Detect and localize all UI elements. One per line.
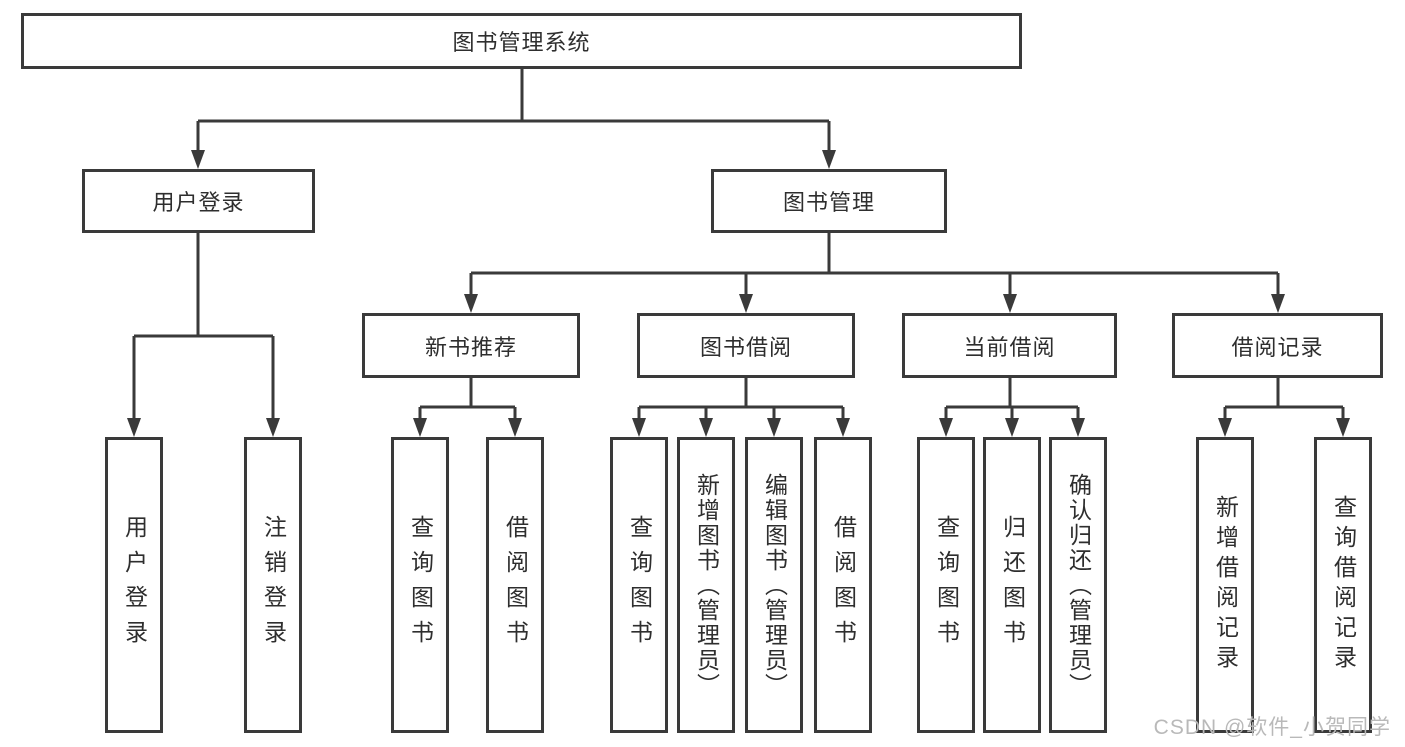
node-leaf-query-books: 查询图书 (917, 437, 975, 733)
arrow-down-icon (413, 418, 427, 437)
node-label: 图书借阅 (699, 334, 792, 360)
arrow-down-icon (191, 150, 205, 169)
node-label: 查询图书 (626, 515, 653, 655)
arrow-down-icon (1336, 418, 1350, 437)
arrow-down-icon (632, 418, 646, 437)
node-label: 编辑图书（管理员） (761, 472, 788, 698)
arrow-down-icon (1071, 418, 1085, 437)
node-book-borrowing: 图书借阅 (637, 313, 855, 378)
node-label: 查询图书 (407, 515, 434, 655)
arrow-down-icon (508, 418, 522, 437)
node-leaf-edit-books-admin: 编辑图书（管理员） (745, 437, 803, 733)
arrow-down-icon (464, 294, 478, 313)
node-leaf-borrow-books: 借阅图书 (814, 437, 872, 733)
node-leaf-logout: 注销登录 (244, 437, 302, 733)
node-label: 归还图书 (999, 515, 1026, 655)
arrow-down-icon (1271, 294, 1285, 313)
node-user-login-branch: 用户登录 (82, 169, 315, 233)
node-leaf-return-books: 归还图书 (983, 437, 1041, 733)
arrow-down-icon (1003, 294, 1017, 313)
node-leaf-confirm-return-admin: 确认归还（管理员） (1049, 437, 1107, 733)
arrow-down-icon (822, 150, 836, 169)
node-new-book-recommendation: 新书推荐 (362, 313, 580, 378)
node-label: 图书管理 (782, 190, 875, 215)
node-label: 注销登录 (260, 515, 287, 655)
arrow-down-icon (266, 418, 280, 437)
arrow-down-icon (739, 294, 753, 313)
node-label: 借阅图书 (502, 515, 529, 655)
node-label: 新增借阅记录 (1212, 495, 1239, 675)
arrowheads (127, 150, 1350, 437)
node-label: 查询图书 (933, 515, 960, 655)
arrow-down-icon (836, 418, 850, 437)
node-label: 查询借阅记录 (1330, 495, 1357, 675)
node-current-borrowing: 当前借阅 (902, 313, 1117, 378)
connector-path (132, 69, 1345, 424)
arrow-down-icon (767, 418, 781, 437)
node-leaf-query-books: 查询图书 (391, 437, 449, 733)
node-leaf-borrow-books: 借阅图书 (486, 437, 544, 733)
node-label: 当前借阅 (963, 334, 1056, 360)
node-library-management-system: 图书管理系统 (21, 13, 1022, 69)
node-label: 新书推荐 (424, 334, 517, 360)
arrow-down-icon (699, 418, 713, 437)
node-label: 图书管理系统 (452, 30, 591, 55)
csdn-watermark: CSDN @软件_小贺同学 (1153, 716, 1391, 739)
node-book-management-branch: 图书管理 (711, 169, 947, 233)
arrow-down-icon (1218, 418, 1232, 437)
node-leaf-add-borrow-record: 新增借阅记录 (1196, 437, 1254, 733)
node-leaf-user-login: 用户登录 (105, 437, 163, 733)
node-label: 借阅图书 (830, 515, 857, 655)
node-label: 确认归还（管理员） (1065, 472, 1092, 698)
node-borrowing-records: 借阅记录 (1172, 313, 1383, 378)
node-leaf-query-borrow-record: 查询借阅记录 (1314, 437, 1372, 733)
node-label: 新增图书（管理员） (693, 472, 720, 698)
node-label: 用户登录 (121, 515, 148, 655)
node-label: 借阅记录 (1231, 334, 1324, 360)
arrow-down-icon (127, 418, 141, 437)
arrow-down-icon (1005, 418, 1019, 437)
node-label: 用户登录 (152, 190, 245, 215)
node-leaf-add-books-admin: 新增图书（管理员） (677, 437, 735, 733)
node-leaf-query-books: 查询图书 (610, 437, 668, 733)
arrow-down-icon (939, 418, 953, 437)
